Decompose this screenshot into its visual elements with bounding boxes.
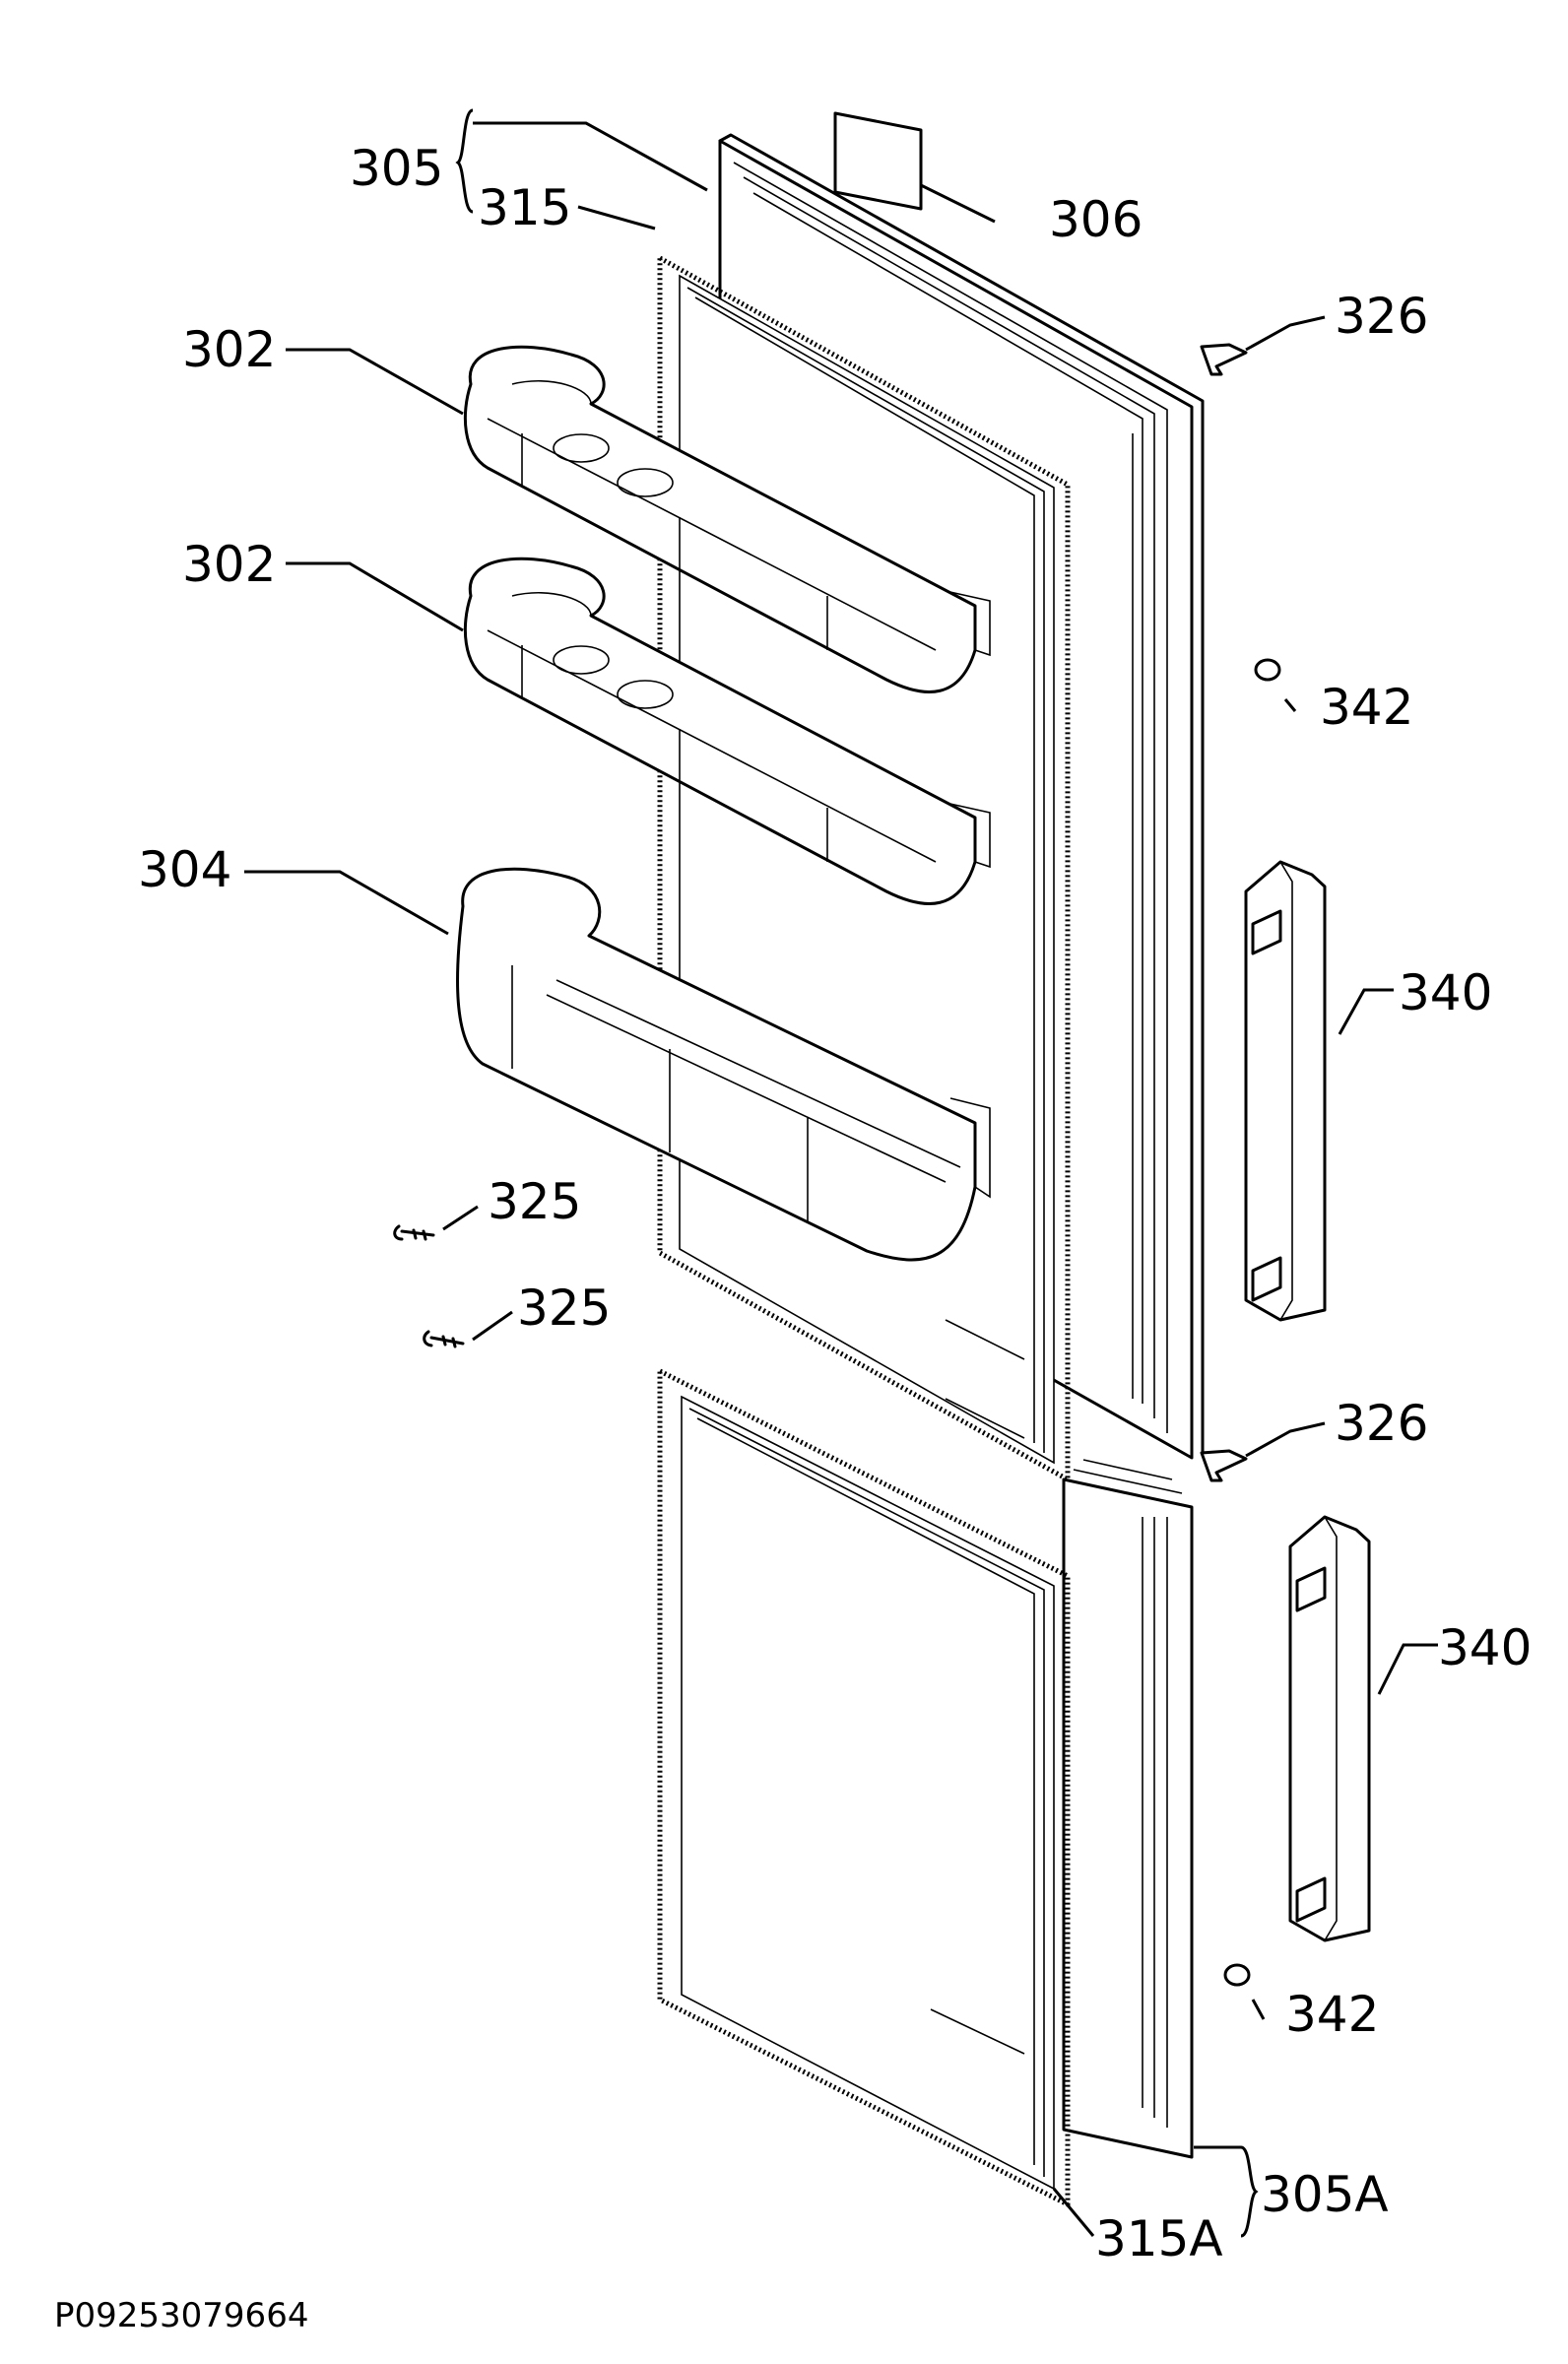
hinge-lower <box>1200 1449 1248 1482</box>
label-326-lower: 326 <box>1335 1395 1428 1452</box>
handle-lower <box>1288 1515 1371 1942</box>
screw-upper <box>393 1224 435 1241</box>
hinge-upper <box>1200 343 1248 376</box>
label-315A: 315A <box>1095 2210 1223 2267</box>
label-325-lower: 325 <box>517 1280 611 1337</box>
label-plate <box>833 111 923 211</box>
cap-upper <box>1254 658 1281 682</box>
door-shelf-middle <box>463 557 991 905</box>
lower-gasket <box>657 1366 1071 2209</box>
leader-lines <box>244 108 1438 2238</box>
label-306: 306 <box>1049 191 1143 248</box>
label-305A: 305A <box>1261 2166 1389 2223</box>
label-302-middle: 302 <box>182 536 276 593</box>
part-labels: 305 315 306 326 302 302 304 342 340 325 … <box>54 140 1532 2335</box>
label-304: 304 <box>138 841 231 898</box>
label-342-upper: 342 <box>1320 679 1413 736</box>
lower-door <box>1062 1459 1194 2159</box>
label-340-lower: 340 <box>1438 1619 1532 1676</box>
door-shelf-top <box>463 345 991 693</box>
label-340-upper: 340 <box>1399 964 1492 1021</box>
label-305: 305 <box>350 140 443 197</box>
label-342-lower: 342 <box>1285 1986 1379 2043</box>
handle-upper <box>1244 860 1327 1322</box>
screw-lower <box>423 1330 465 1348</box>
door-bin-bottom <box>456 867 991 1262</box>
label-325-upper: 325 <box>488 1173 581 1230</box>
label-302-top: 302 <box>182 321 276 378</box>
drawing-code: P09253079664 <box>54 2296 308 2335</box>
label-315: 315 <box>478 179 571 236</box>
cap-lower <box>1223 1963 1251 1987</box>
label-326-upper: 326 <box>1335 288 1428 345</box>
